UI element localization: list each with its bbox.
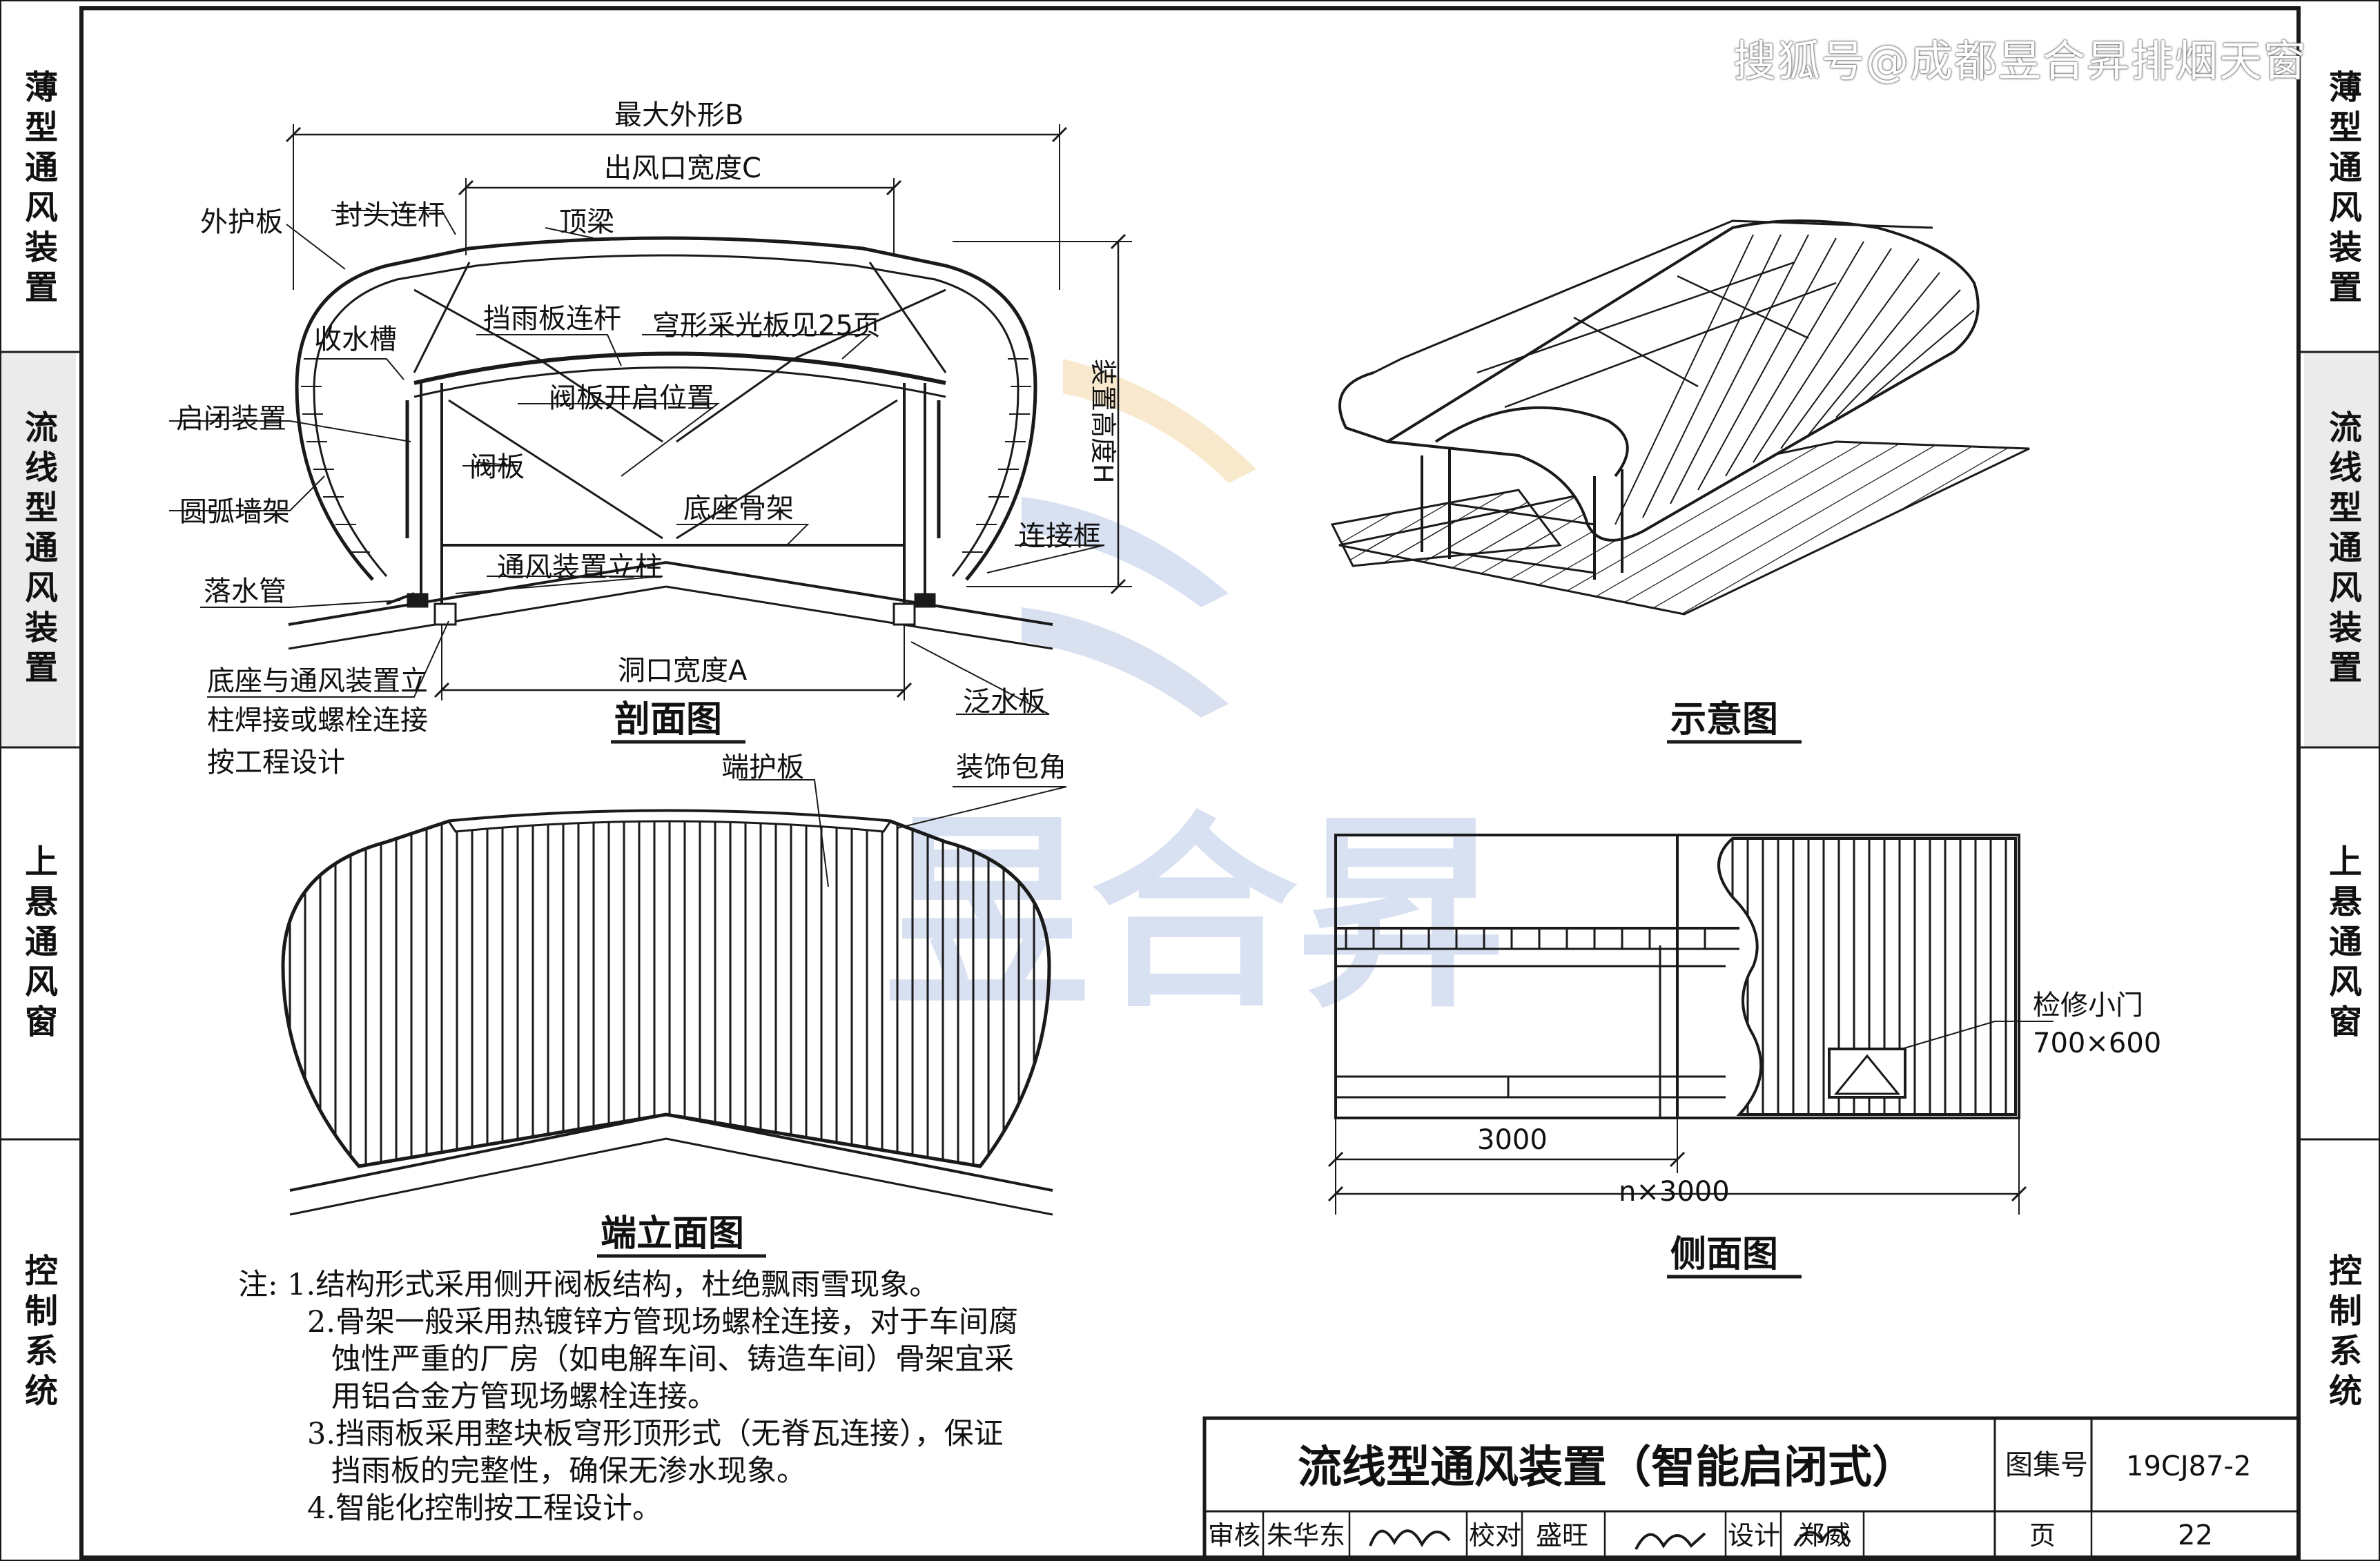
left-tab-control-label: 控制系统	[19, 1253, 57, 1413]
arch-panel	[413, 351, 946, 385]
left-tab-thin: 薄型通风装置	[0, 28, 76, 352]
right-tab-control-label: 控制系统	[2323, 1253, 2361, 1413]
left-tab-streamline: 流线型通风装置	[0, 353, 76, 747]
label-arch-panel: 穹形采光板见25页	[652, 310, 881, 342]
review-label: 审核	[1208, 1520, 1260, 1551]
side-cover	[1717, 837, 2017, 1116]
label-door: 检修小门	[2033, 990, 2143, 1021]
left-tab-control: 控制系统	[0, 1140, 76, 1526]
notes-line: 挡雨板的完整性，确保无渗水现象。	[331, 1454, 806, 1489]
side-elevation-labels: 检修小门 700×600 3000 n×3000 侧面图	[1477, 990, 2161, 1279]
right-tab-thin: 薄型通风装置	[2304, 28, 2380, 352]
label-gutter: 收水槽	[314, 324, 397, 355]
right-tab-thin-label: 薄型通风装置	[2323, 70, 2361, 310]
left-tab-thin-label: 薄型通风装置	[19, 70, 57, 310]
dim-total: n×3000	[1619, 1176, 1730, 1208]
notes-line: 蚀性严重的厂房（如电解车间、铸造车间）骨架宜采	[331, 1342, 1014, 1377]
watermark-text: 搜狐号@成都昱合昇排烟天窗	[1733, 36, 2308, 86]
checker-name: 盛旺	[1536, 1520, 1588, 1551]
label-top-beam: 顶梁	[559, 206, 614, 238]
left-tab-window-label: 上悬通风窗	[19, 843, 57, 1044]
label-valve-pos: 阀板开启位置	[549, 382, 714, 414]
right-tab-streamline: 流线型通风装置	[2304, 353, 2380, 747]
notes-line: 3.挡雨板采用整块板穹形顶形式（无脊瓦连接），保证	[307, 1417, 1004, 1451]
end-elevation-view	[281, 779, 1067, 1216]
label-rain-rod: 挡雨板连杆	[483, 303, 621, 335]
signature-designer	[1793, 1528, 1851, 1547]
label-arc-frame: 圆弧墙架	[179, 496, 290, 528]
atlas-number: 19CJ87-2	[2126, 1451, 2251, 1482]
label-corner: 装饰包角	[956, 752, 1066, 783]
label-downpipe: 落水管	[204, 576, 286, 607]
section-title: 剖面图	[614, 699, 722, 740]
roof-left-lower	[288, 585, 667, 650]
signature-reviewer	[1369, 1529, 1451, 1548]
reviewer-name: 朱华东	[1267, 1520, 1345, 1551]
title-block-text: 流线型通风装置（智能启闭式） 图集号 19CJ87-2 审核 朱华东 校对 盛旺…	[1208, 1442, 2251, 1551]
notes-line: 注: 1.结构形式采用侧开阀板结构，杜绝飘雨雪现象。	[238, 1266, 1018, 1304]
right-tab-window-label: 上悬通风窗	[2323, 843, 2361, 1044]
inner-frame	[79, 6, 2301, 1560]
dim-height-label: 装置高度H	[1088, 359, 1118, 484]
page-label: 页	[2029, 1520, 2056, 1551]
designer-name: 郑威	[1798, 1520, 1851, 1551]
notes-prefix: 注:	[238, 1268, 278, 1302]
dim-max-label: 最大外形B	[614, 99, 743, 131]
page-number: 22	[2178, 1520, 2213, 1551]
label-column: 通风装置立柱	[497, 551, 663, 583]
end-panel-outline	[281, 809, 1051, 1168]
notes-line: 用铝合金方管现场螺栓连接。	[331, 1380, 717, 1414]
schematic-labels: 示意图	[1667, 699, 1802, 744]
schematic-title: 示意图	[1670, 699, 1778, 740]
title-block	[1202, 1416, 2301, 1560]
signature-checker	[1635, 1532, 1706, 1550]
left-tab-window: 上悬通风窗	[0, 749, 76, 1139]
label-connect-frame: 连接框	[1018, 520, 1101, 552]
section-labels: 最大外形B 出风口宽度C 洞口宽度A 装置高度H 外护板 封头连杆 顶梁 收水槽…	[176, 99, 1118, 778]
label-switch: 启闭装置	[176, 403, 286, 435]
dim-outlet-label: 出风口宽度C	[604, 153, 761, 184]
right-tab-streamline-label: 流线型通风装置	[2323, 410, 2361, 690]
right-tab-window: 上悬通风窗	[2304, 749, 2380, 1139]
end-elevation-title: 端立面图	[601, 1213, 744, 1255]
design-label: 设计	[1728, 1520, 1780, 1551]
left-tab-streamline-label: 流线型通风装置	[19, 410, 57, 690]
drawing-title: 流线型通风装置（智能启闭式）	[1298, 1442, 1916, 1493]
label-end-panel: 端护板	[721, 752, 804, 783]
label-base-frame: 底座骨架	[683, 493, 794, 524]
check-label: 校对	[1469, 1520, 1521, 1551]
label-door-size: 700×600	[2033, 1028, 2161, 1059]
label-outer-panel: 外护板	[200, 206, 283, 238]
roof-right	[665, 561, 1053, 626]
right-tab-control: 控制系统	[2304, 1140, 2380, 1526]
notes-line: 2.骨架一般采用热镀锌方管现场螺栓连接，对于车间腐	[307, 1305, 1019, 1339]
label-note2: 柱焊接或螺栓连接	[207, 705, 428, 736]
dim-unit: 3000	[1477, 1124, 1548, 1156]
side-elevation-view	[1327, 834, 2054, 1215]
section-view	[169, 124, 1132, 715]
schematic-view	[1330, 219, 2030, 616]
label-valve: 阀板	[469, 451, 525, 483]
side-elevation-title: 侧面图	[1670, 1234, 1778, 1275]
label-flashing: 泛水板	[963, 686, 1046, 718]
label-note3: 按工程设计	[207, 747, 345, 778]
outer-shell	[295, 236, 1037, 581]
outer-shell-inner	[313, 254, 1020, 577]
roof-left	[288, 561, 667, 626]
label-end-rod: 封头连杆	[335, 199, 445, 231]
roof-right-lower	[665, 585, 1053, 650]
atlas-label: 图集号	[2005, 1449, 2088, 1481]
note-1: 1.结构形式采用侧开阀板结构，杜绝飘雨雪现象。	[287, 1268, 939, 1302]
dim-opening-label: 洞口宽度A	[618, 655, 748, 687]
notes-line: 4.智能化控制按工程设计。	[307, 1491, 663, 1526]
notes-block: 注: 1.结构形式采用侧开阀板结构，杜绝飘雨雪现象。 2.骨架一般采用热镀锌方管…	[238, 1266, 1018, 1527]
label-note1: 底座与通风装置立	[207, 665, 428, 697]
end-elevation-labels: 端护板 装饰包角 端立面图	[597, 752, 1066, 1258]
